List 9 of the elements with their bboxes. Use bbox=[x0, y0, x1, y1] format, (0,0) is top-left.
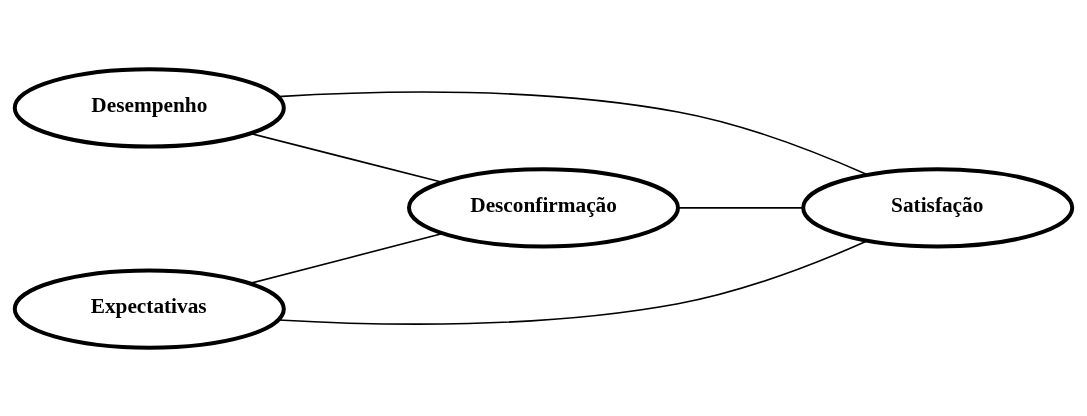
connector bbox=[677, 206, 804, 209]
connector bbox=[277, 239, 869, 325]
connector bbox=[277, 90, 869, 176]
node-ellipse: Expectativas bbox=[12, 267, 286, 350]
connector bbox=[249, 132, 443, 183]
connector bbox=[249, 232, 444, 284]
node-ellipse: Satisfação bbox=[801, 166, 1075, 248]
node-ellipse: Desempenho bbox=[12, 66, 286, 149]
node-ellipse: Desconfirmação bbox=[407, 166, 680, 248]
